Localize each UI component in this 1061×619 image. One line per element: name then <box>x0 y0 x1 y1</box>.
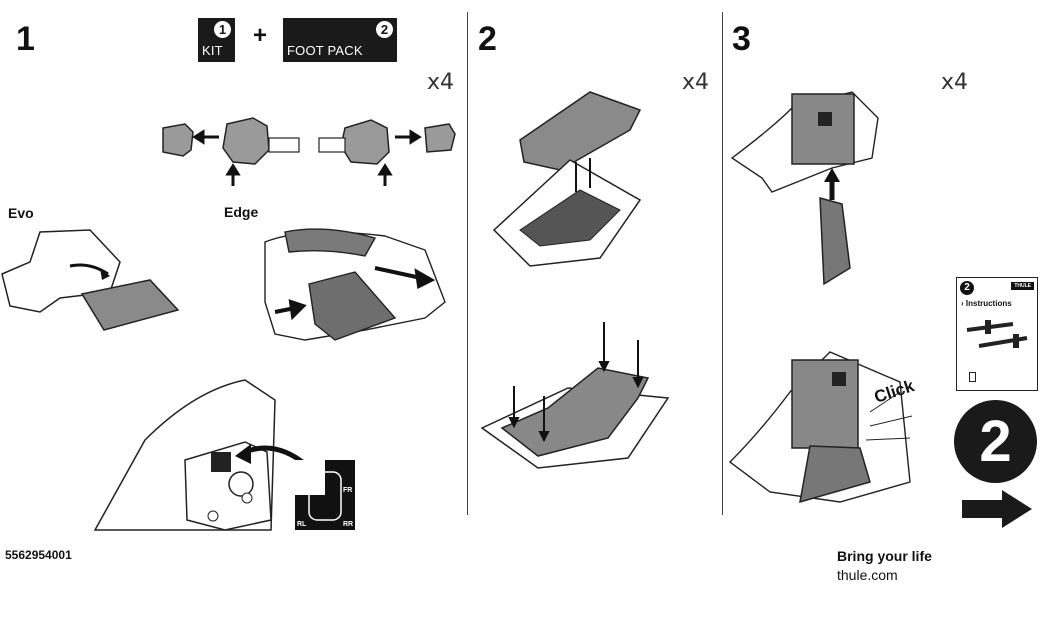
divider-1 <box>467 12 468 515</box>
step-2-count: x4 <box>682 70 710 95</box>
foot-bracket-illustration <box>730 91 879 286</box>
kit-box: 1 KIT <box>198 18 235 62</box>
kit-number: 1 <box>214 21 231 38</box>
step-1-number: 1 <box>16 20 35 58</box>
step-3-count: x4 <box>941 70 969 95</box>
edge-foot-illustration <box>264 228 446 341</box>
booklet-small-icon <box>969 372 976 382</box>
part-number: 5562954001 <box>5 548 72 562</box>
position-diagram <box>295 460 355 530</box>
step-1-count: x4 <box>427 70 455 95</box>
foot-disassembly-illustration <box>162 117 456 186</box>
kit-label: KIT <box>202 43 223 58</box>
foot-pack-number: 2 <box>376 21 393 38</box>
position-fr: FR <box>343 487 353 494</box>
foot-pack-box: 2 FOOT PACK <box>283 18 397 62</box>
pad-press-illustration <box>480 322 670 469</box>
website: thule.com <box>837 567 898 583</box>
instruction-booklet-thumbnail: 2 THULE › Instructions <box>956 277 1038 391</box>
evo-foot-illustration <box>1 229 180 331</box>
step-2-number: 2 <box>478 20 497 58</box>
pad-insertion-illustration <box>492 91 642 267</box>
booklet-number: 2 <box>960 281 974 295</box>
roof-bar-icon <box>966 320 1028 348</box>
car-mounting-illustration <box>93 379 307 531</box>
evo-label: Evo <box>8 205 34 221</box>
step-3-number: 3 <box>732 20 751 58</box>
plus-sign: + <box>253 22 268 49</box>
position-rr: RR <box>343 521 354 528</box>
foot-pack-label: FOOT PACK <box>287 43 363 58</box>
booklet-brand: THULE <box>1011 282 1034 290</box>
slogan: Bring your life <box>837 548 932 564</box>
edge-label: Edge <box>224 204 259 220</box>
booklet-title: › Instructions <box>961 299 1012 308</box>
position-rl: RL <box>297 521 307 528</box>
divider-2 <box>722 12 723 515</box>
next-booklet-number: 2 <box>954 400 1037 483</box>
bracket-click-illustration <box>728 351 913 504</box>
next-arrow-icon <box>962 490 1032 528</box>
